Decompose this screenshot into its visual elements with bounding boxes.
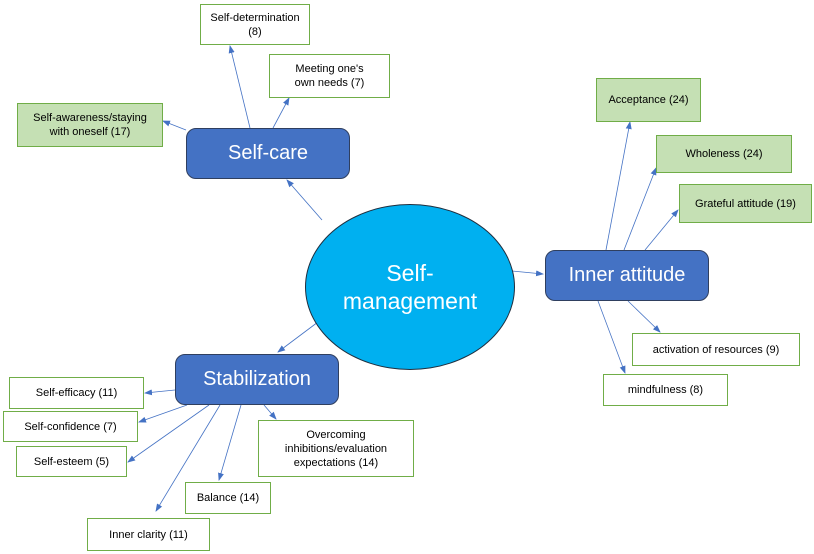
leaf-label: Self-determination (8) xyxy=(210,11,300,38)
connector-self-care-to-self-awareness xyxy=(162,120,187,131)
leaf-grateful-attitude: Grateful attitude (19) xyxy=(679,184,812,223)
hub-label: Self-care xyxy=(227,142,309,164)
leaf-wholeness: Wholeness (24) xyxy=(656,135,792,173)
leaf-balance: Balance (14) xyxy=(185,482,271,514)
connector-self-care-to-self-determination xyxy=(228,45,251,129)
leaf-label: Acceptance (24) xyxy=(608,94,689,106)
connector-inner-attitude-to-activation xyxy=(627,300,661,333)
leaf-label: Self-confidence (7) xyxy=(24,420,117,433)
connector-stabilization-to-inner-clarity xyxy=(155,404,221,512)
hub-label: Stabilization xyxy=(203,368,311,390)
connector-stabilization-to-balance xyxy=(218,404,242,481)
connector-stabilization-to-self-confidence xyxy=(138,404,188,423)
leaf-self-confidence: Self-confidence (7) xyxy=(3,411,138,442)
leaf-label: Wholeness (24) xyxy=(685,148,763,160)
leaf-label: Self-esteem (5) xyxy=(33,455,110,468)
leaf-label: Balance (14) xyxy=(196,492,260,504)
leaf-label: activation of resources (9) xyxy=(652,343,780,356)
leaf-inner-clarity: Inner clarity (11) xyxy=(87,518,210,551)
connector-center-to-inner-attitude xyxy=(511,270,544,277)
leaf-activation-of-resources: activation of resources (9) xyxy=(632,333,800,366)
center-node-self-management: Self- management xyxy=(305,204,515,370)
leaf-meeting-own-needs: Meeting one's own needs (7) xyxy=(269,54,390,98)
leaf-label: Meeting one's own needs (7) xyxy=(294,63,365,89)
leaf-mindfulness: mindfulness (8) xyxy=(603,374,728,406)
connector-center-to-self-care xyxy=(286,179,323,221)
connector-inner-attitude-to-mindfulness xyxy=(597,300,626,374)
leaf-label: mindfulness (8) xyxy=(627,384,704,396)
leaf-self-awareness: Self-awareness/staying with oneself (17) xyxy=(17,103,163,147)
leaf-acceptance: Acceptance (24) xyxy=(596,78,701,122)
connector-self-care-to-meeting-needs xyxy=(272,97,290,129)
leaf-label: Self-efficacy (11) xyxy=(35,387,118,399)
connector-inner-attitude-to-wholeness xyxy=(623,167,657,251)
leaf-self-esteem: Self-esteem (5) xyxy=(16,446,127,477)
connector-center-to-stabilization xyxy=(277,321,319,353)
center-label-line2: management xyxy=(342,288,478,314)
hub-self-care: Self-care xyxy=(186,128,350,179)
center-label-line1: Self- xyxy=(386,260,434,286)
hub-stabilization: Stabilization xyxy=(175,354,339,405)
leaf-label: Inner clarity (11) xyxy=(109,528,188,541)
connector-inner-attitude-to-grateful xyxy=(644,209,679,251)
connector-stabilization-to-self-efficacy xyxy=(144,389,176,396)
leaf-self-efficacy: Self-efficacy (11) xyxy=(9,377,144,409)
leaf-label: Overcoming inhibitions/evaluation expect… xyxy=(284,428,388,469)
connector-stabilization-to-overcoming xyxy=(263,404,277,420)
hub-label: Inner attitude xyxy=(568,264,686,286)
connector-inner-attitude-to-acceptance xyxy=(605,121,632,251)
leaf-self-determination: Self-determination (8) xyxy=(200,4,310,45)
hub-inner-attitude: Inner attitude xyxy=(545,250,709,301)
connector-stabilization-to-self-esteem xyxy=(127,404,210,463)
leaf-overcoming-inhibitions: Overcoming inhibitions/evaluation expect… xyxy=(258,420,414,477)
leaf-label: Grateful attitude (19) xyxy=(695,197,796,210)
leaf-label: Self-awareness/staying with oneself (17) xyxy=(33,112,147,138)
